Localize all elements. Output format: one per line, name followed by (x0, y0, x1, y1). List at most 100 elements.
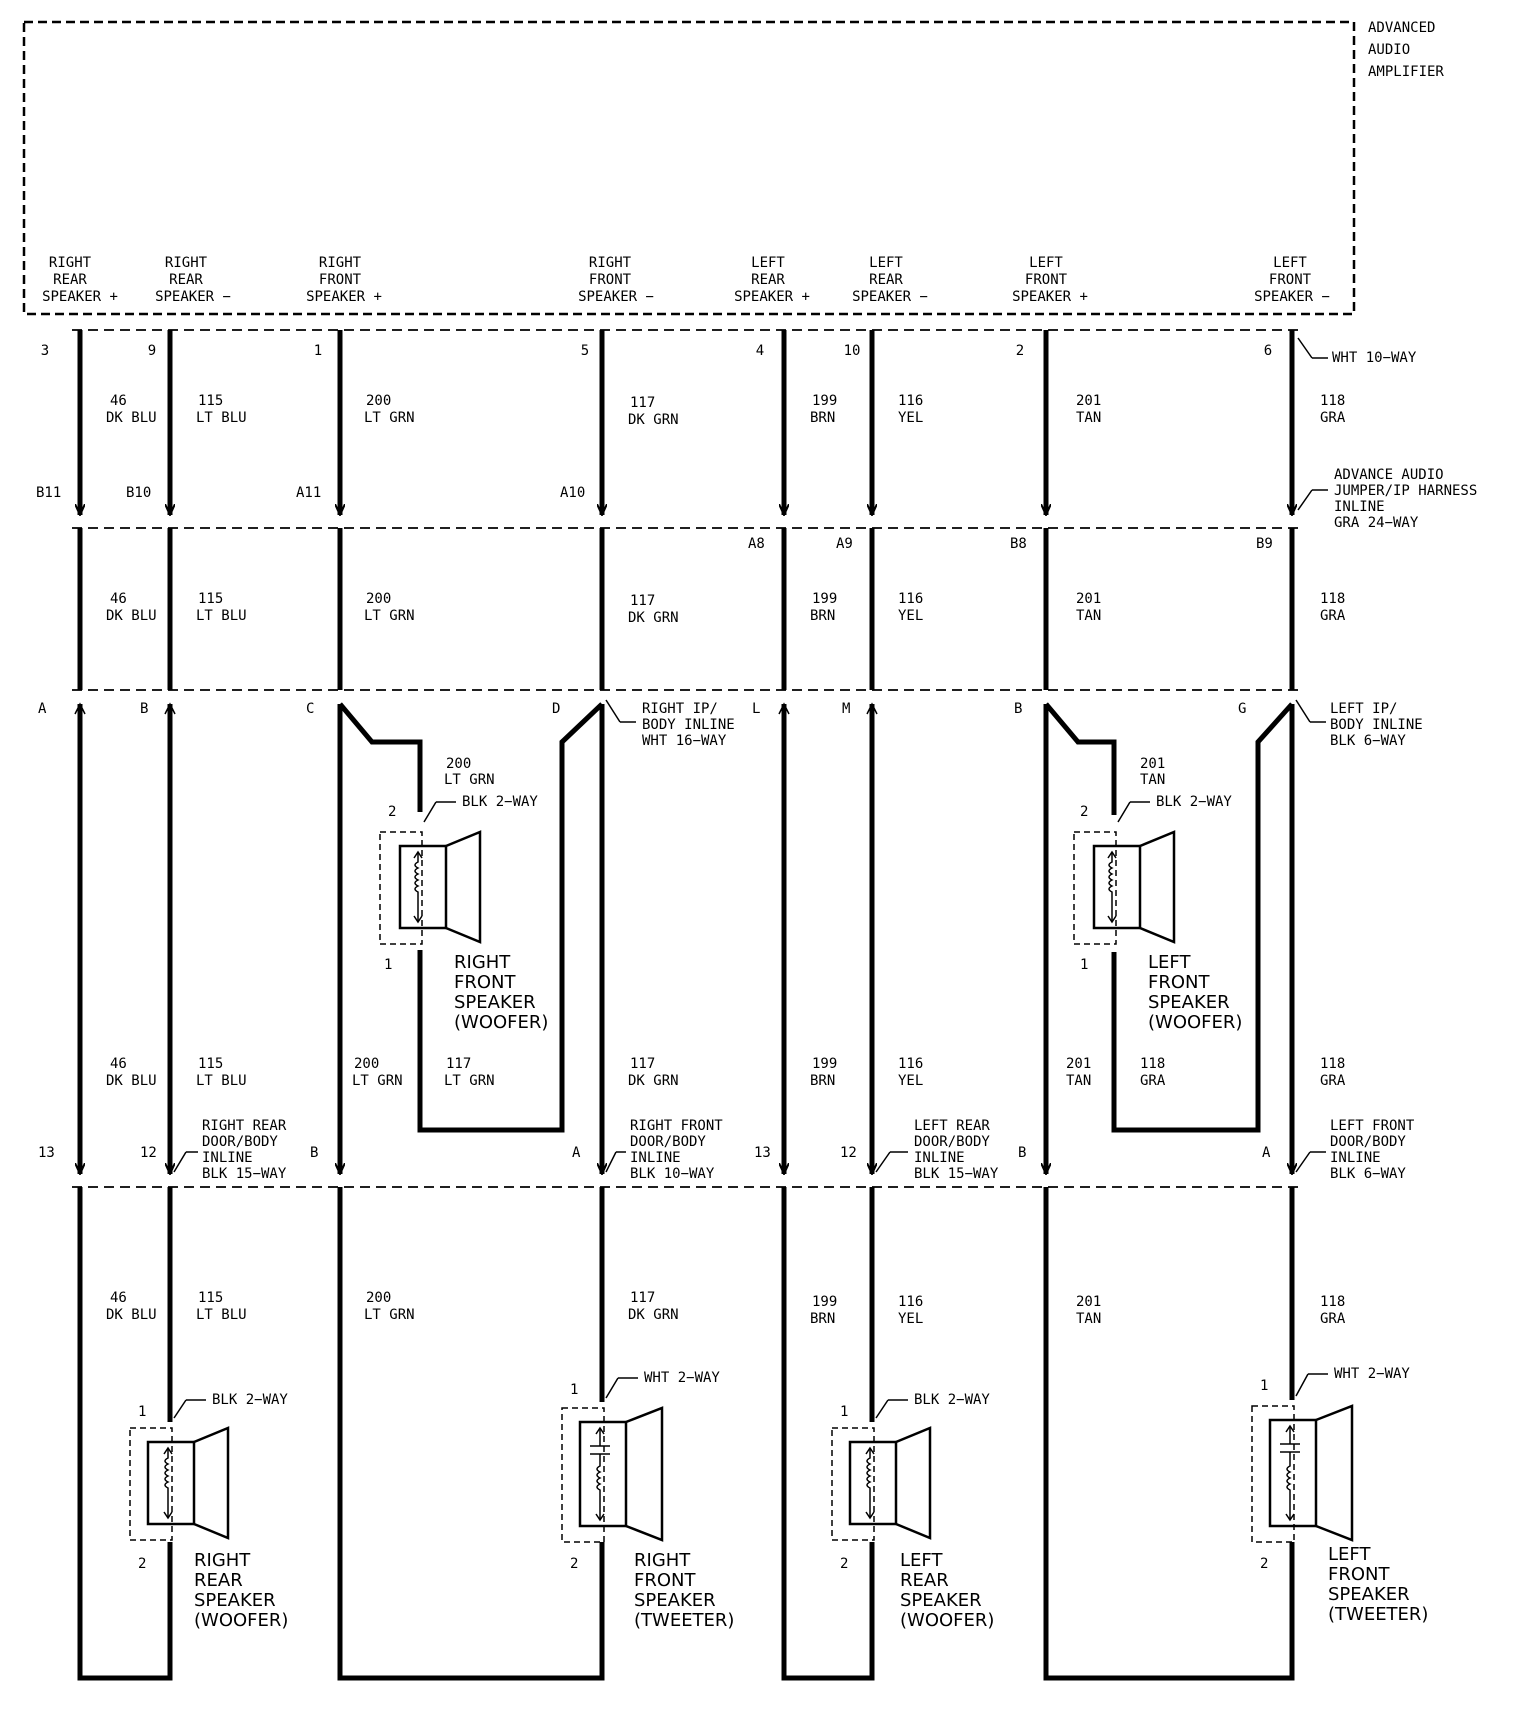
svg-text:LEFT: LEFT (751, 255, 785, 271)
svg-text:199: 199 (812, 1294, 837, 1310)
svg-text:SPEAKER −: SPEAKER − (852, 289, 928, 305)
svg-text:B8: B8 (1010, 536, 1027, 552)
svg-text:SPEAKER: SPEAKER (1328, 1584, 1410, 1605)
svg-text:116: 116 (898, 591, 923, 607)
svg-text:BLK 6−WAY: BLK 6−WAY (1330, 733, 1406, 749)
svg-text:GRA 24−WAY: GRA 24−WAY (1334, 515, 1419, 531)
right-front-door-inline-label: RIGHT FRONT DOOR/BODY INLINE BLK 10−WAY (630, 1118, 723, 1182)
amplifier-box (22, 20, 1356, 316)
svg-text:REAR: REAR (751, 272, 785, 288)
svg-text:(WOOFER): (WOOFER) (194, 1610, 288, 1631)
left-front-woofer-labels: 201 TAN 2 BLK 2−WAY 1 118 GRA (1080, 756, 1232, 1089)
svg-text:DOOR/BODY: DOOR/BODY (630, 1134, 706, 1150)
svg-text:200: 200 (366, 591, 391, 607)
svg-text:RIGHT: RIGHT (319, 255, 362, 271)
svg-text:BRN: BRN (810, 1311, 835, 1327)
svg-text:118: 118 (1320, 1056, 1345, 1072)
svg-text:115: 115 (198, 1290, 223, 1306)
svg-text:DK BLU: DK BLU (106, 1073, 157, 1089)
terminal-left-rear-minus: LEFT REAR SPEAKER − (852, 255, 928, 305)
svg-text:2: 2 (388, 804, 396, 820)
svg-text:B11: B11 (36, 485, 61, 501)
svg-text:DOOR/BODY: DOOR/BODY (914, 1134, 990, 1150)
svg-text:AUDIO: AUDIO (1368, 42, 1410, 58)
segment-1-wires (80, 330, 1292, 515)
svg-text:LEFT FRONT: LEFT FRONT (1330, 1118, 1415, 1134)
svg-text:46: 46 (110, 591, 127, 607)
terminal-left-rear-plus: LEFT REAR SPEAKER + (734, 255, 810, 305)
svg-text:A11: A11 (296, 485, 321, 501)
svg-text:117: 117 (630, 1290, 655, 1306)
svg-text:SPEAKER +: SPEAKER + (42, 289, 118, 305)
amp-connector-leader (1297, 337, 1313, 359)
svg-text:INLINE: INLINE (1334, 499, 1385, 515)
svg-text:1: 1 (1260, 1378, 1268, 1394)
amp-pin-5: 5 (581, 343, 589, 359)
terminal-right-front-minus: RIGHT FRONT SPEAKER − (578, 255, 654, 305)
svg-text:INLINE: INLINE (630, 1150, 681, 1166)
left-front-door-inline-label: LEFT FRONT DOOR/BODY INLINE BLK 6−WAY (1330, 1118, 1415, 1182)
svg-text:INLINE: INLINE (914, 1150, 965, 1166)
svg-text:A: A (38, 701, 47, 717)
svg-text:B9: B9 (1256, 536, 1273, 552)
left-front-woofer-return (1111, 702, 1294, 1133)
svg-text:12: 12 (140, 1145, 157, 1161)
svg-text:FRONT: FRONT (1025, 272, 1068, 288)
svg-text:201: 201 (1076, 591, 1101, 607)
svg-text:116: 116 (898, 393, 923, 409)
svg-text:1: 1 (1080, 957, 1088, 973)
jumper-leader (1297, 489, 1313, 511)
svg-text:INLINE: INLINE (1330, 1150, 1381, 1166)
svg-text:DOOR/BODY: DOOR/BODY (1330, 1134, 1406, 1150)
svg-text:BLK 10−WAY: BLK 10−WAY (630, 1166, 715, 1182)
svg-text:FRONT: FRONT (589, 272, 632, 288)
jumper-lower-pins: A8 A9 B8 B9 (748, 536, 1273, 552)
right-rear-woofer: 1 BLK 2−WAY 2 RIGHT REAR SPEAKER (WOOFER… (129, 1392, 288, 1631)
svg-text:115: 115 (198, 1056, 223, 1072)
svg-text:L: L (752, 701, 760, 717)
svg-text:LEFT: LEFT (1029, 255, 1063, 271)
svg-text:WHT 2−WAY: WHT 2−WAY (1334, 1366, 1410, 1382)
svg-text:201: 201 (1076, 1294, 1101, 1310)
left-ip-inline-label: LEFT IP/ BODY INLINE BLK 6−WAY (1330, 701, 1423, 749)
svg-text:TAN: TAN (1066, 1073, 1091, 1089)
svg-text:1: 1 (384, 957, 392, 973)
svg-text:(WOOFER): (WOOFER) (900, 1610, 994, 1631)
terminal-right-rear-plus: RIGHT REAR SPEAKER + (42, 255, 118, 305)
svg-text:LEFT REAR: LEFT REAR (914, 1118, 990, 1134)
svg-text:118: 118 (1320, 393, 1345, 409)
svg-text:TAN: TAN (1140, 772, 1165, 788)
amplifier-title: ADVANCED AUDIO AMPLIFIER (1368, 20, 1444, 80)
svg-text:SPEAKER +: SPEAKER + (1012, 289, 1088, 305)
svg-text:A: A (1262, 1145, 1271, 1161)
svg-text:DK GRN: DK GRN (628, 1307, 679, 1323)
amp-pin-2: 2 (1016, 343, 1024, 359)
svg-text:FRONT: FRONT (454, 972, 516, 993)
svg-text:RIGHT: RIGHT (454, 952, 511, 973)
svg-text:(TWEETER): (TWEETER) (1328, 1604, 1428, 1625)
svg-text:LEFT: LEFT (900, 1550, 943, 1571)
svg-text:DK GRN: DK GRN (628, 1073, 679, 1089)
svg-text:YEL: YEL (898, 410, 923, 426)
svg-text:(WOOFER): (WOOFER) (1148, 1012, 1242, 1033)
svg-text:LT GRN: LT GRN (444, 772, 495, 788)
amp-pin-4: 4 (756, 343, 764, 359)
svg-text:BLK 2−WAY: BLK 2−WAY (212, 1392, 288, 1408)
segment-3-wires (74, 702, 1292, 1174)
svg-text:A8: A8 (748, 536, 765, 552)
svg-text:SPEAKER −: SPEAKER − (1254, 289, 1330, 305)
left-rear-door-inline-label: LEFT REAR DOOR/BODY INLINE BLK 15−WAY (914, 1118, 999, 1182)
svg-text:WHT 16−WAY: WHT 16−WAY (642, 733, 727, 749)
svg-text:RIGHT IP/: RIGHT IP/ (642, 701, 718, 717)
svg-text:200: 200 (366, 1290, 391, 1306)
svg-text:LEFT IP/: LEFT IP/ (1330, 701, 1397, 717)
svg-text:REAR: REAR (900, 1570, 949, 1591)
svg-text:118: 118 (1320, 591, 1345, 607)
svg-text:RIGHT: RIGHT (165, 255, 208, 271)
svg-text:BRN: BRN (810, 608, 835, 624)
svg-text:46: 46 (110, 1056, 127, 1072)
svg-text:DK GRN: DK GRN (628, 412, 679, 428)
svg-text:REAR: REAR (194, 1570, 243, 1591)
